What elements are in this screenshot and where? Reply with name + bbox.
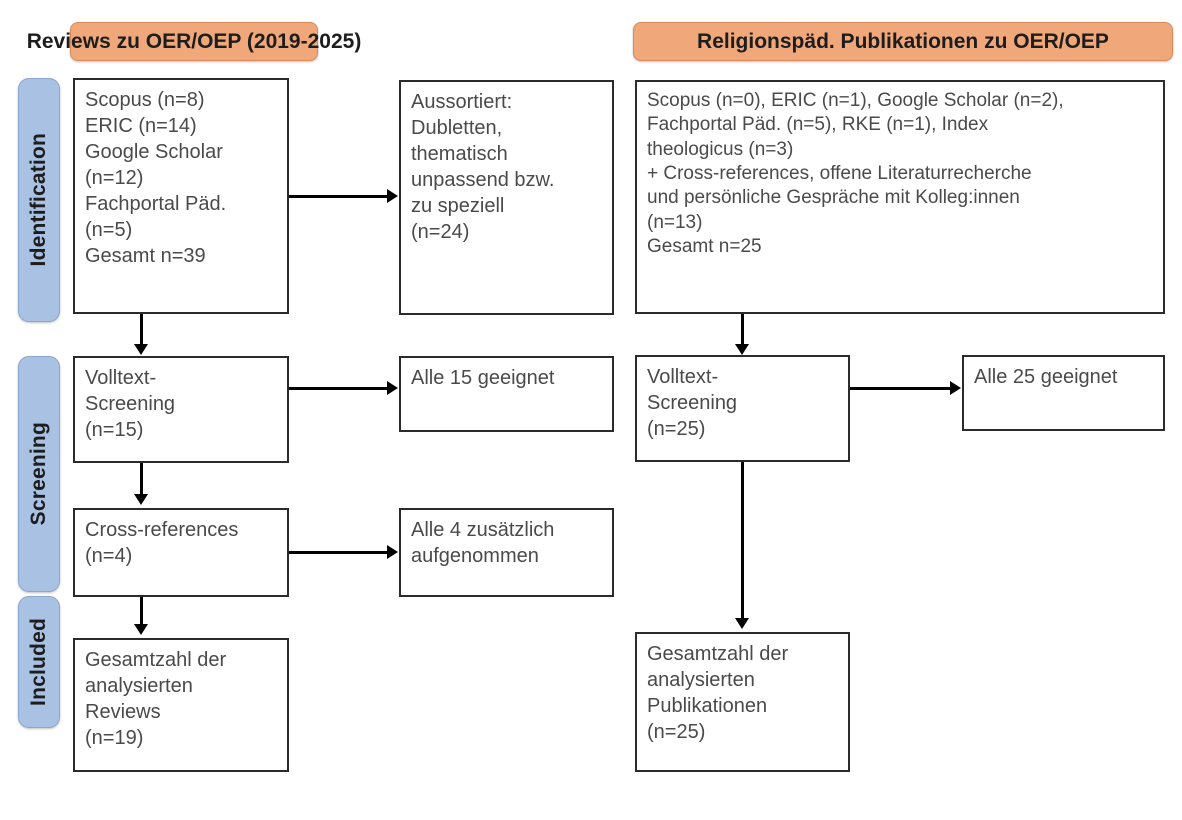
arrow-right-identification-to-screening bbox=[735, 344, 749, 355]
connector-right-screening-to-included bbox=[741, 462, 744, 619]
box-left-cross-references: Cross-references (n=4) bbox=[73, 508, 289, 597]
connector-left-identification-to-excluded bbox=[289, 195, 388, 198]
phase-label-screening: Screening bbox=[18, 356, 60, 592]
arrow-left-identification-to-screening bbox=[134, 344, 148, 355]
arrow-left-crossref-to-result bbox=[387, 545, 398, 559]
box-left-identification: Scopus (n=8) ERIC (n=14) Google Scholar … bbox=[73, 78, 289, 314]
box-left-fulltext-screening: Volltext- Screening (n=15) bbox=[73, 356, 289, 463]
phase-label-included: Included bbox=[18, 596, 60, 728]
box-right-screening-result: Alle 25 geeignet bbox=[962, 355, 1165, 431]
phase-label-included-text: Included bbox=[27, 618, 50, 706]
box-right-included: Gesamtzahl der analysierten Publikatione… bbox=[635, 632, 850, 772]
box-left-screening-result: Alle 15 geeignet bbox=[399, 356, 614, 432]
box-right-identification: Scopus (n=0), ERIC (n=1), Google Scholar… bbox=[635, 80, 1165, 314]
connector-left-identification-to-screening bbox=[140, 314, 143, 346]
column-header-religionspaed: Religionspäd. Publikationen zu OER/OEP bbox=[633, 22, 1173, 61]
connector-left-screening-to-result bbox=[289, 387, 388, 390]
arrow-left-screening-to-crossref bbox=[134, 494, 148, 505]
connector-left-crossref-to-included bbox=[140, 597, 143, 625]
arrow-left-crossref-to-included bbox=[134, 624, 148, 635]
box-right-fulltext-screening: Volltext- Screening (n=25) bbox=[635, 355, 850, 462]
box-left-included: Gesamtzahl der analysierten Reviews (n=1… bbox=[73, 638, 289, 772]
column-header-reviews: Reviews zu OER/OEP (2019-2025) bbox=[27, 22, 361, 61]
connector-left-screening-to-crossref bbox=[140, 463, 143, 495]
arrow-right-screening-to-result bbox=[950, 381, 961, 395]
connector-right-identification-to-screening bbox=[741, 314, 744, 346]
connector-left-crossref-to-result bbox=[289, 551, 388, 554]
arrow-right-screening-to-included bbox=[735, 618, 749, 629]
phase-label-identification: Identification bbox=[18, 78, 60, 322]
box-left-cross-references-result: Alle 4 zusätzlich aufgenommen bbox=[399, 508, 614, 597]
phase-label-screening-text: Screening bbox=[27, 422, 50, 526]
phase-label-identification-text: Identification bbox=[27, 133, 50, 267]
connector-right-screening-to-result bbox=[850, 387, 951, 390]
arrow-left-identification-to-excluded bbox=[387, 189, 398, 203]
arrow-left-screening-to-result bbox=[387, 381, 398, 395]
box-left-excluded: Aussortiert: Dubletten, thematisch unpas… bbox=[399, 80, 614, 315]
